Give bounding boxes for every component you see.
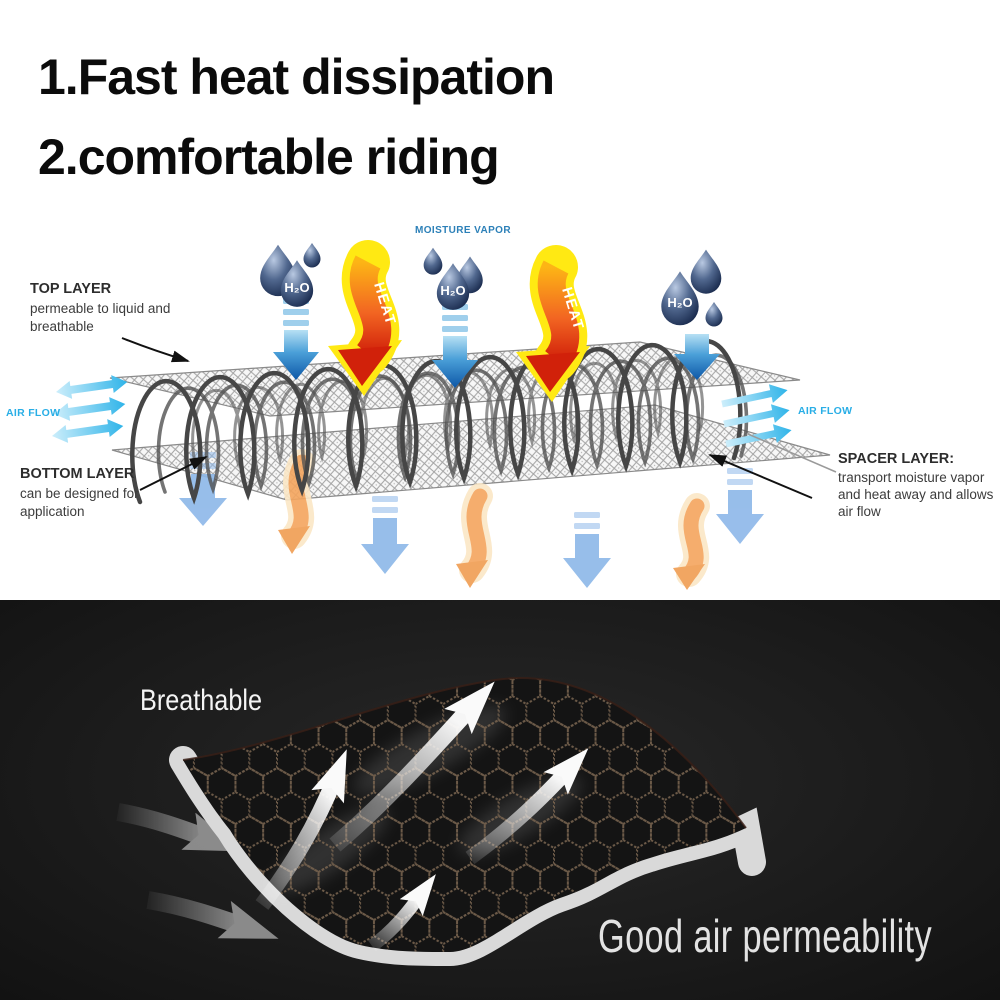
airflow-arrows-right bbox=[721, 384, 792, 448]
top-layer-annotation: TOP LAYER permeable to liquid and breath… bbox=[30, 281, 190, 363]
bottom-panel: Breathable Good air permeability bbox=[0, 600, 1000, 1000]
h2o-label: H₂O bbox=[284, 280, 309, 295]
h2o-label: H₂O bbox=[667, 295, 692, 310]
air-flow-left-label: AIR FLOW bbox=[6, 407, 60, 419]
white-airflow-arrow-icon bbox=[368, 874, 436, 952]
heading-fast-heat-dissipation: 1.Fast heat dissipation bbox=[38, 49, 555, 105]
spacer-layer-title: SPACER LAYER: bbox=[838, 451, 954, 467]
bottom-layer-desc-1: can be designed for bbox=[20, 486, 139, 501]
water-droplets-icon: H₂O bbox=[423, 247, 483, 388]
surface-airflow-arrows bbox=[255, 681, 589, 952]
spacer-layer-leader-line bbox=[747, 433, 837, 473]
airflow-entry-arrow bbox=[146, 891, 279, 939]
fabric-layers-diagram: H₂O HEAT H₂O bbox=[6, 225, 994, 590]
top-layer-desc-1: permeable to liquid and bbox=[30, 301, 170, 316]
water-droplets-icon: H₂O bbox=[661, 249, 723, 380]
top-layer-desc-2: breathable bbox=[30, 319, 94, 334]
bottom-layer-annotation: BOTTOM LAYER can be designed for applica… bbox=[20, 456, 208, 519]
top-panel: 1.Fast heat dissipation 2.comfortable ri… bbox=[6, 49, 994, 590]
spacer-layer-pointer-arrow bbox=[708, 454, 813, 499]
bottom-layer-desc-2: application bbox=[20, 504, 85, 519]
spacer-layer-desc-3: air flow bbox=[838, 504, 881, 519]
top-layer-pointer-arrow bbox=[121, 337, 190, 363]
heading-comfortable-riding: 2.comfortable riding bbox=[38, 129, 500, 185]
moisture-vapor-label: MOISTURE VAPOR bbox=[415, 225, 511, 236]
breathable-fabric-illustration: Breathable Good air permeability bbox=[116, 677, 932, 967]
spacer-layer-desc-2: and heat away and allows bbox=[838, 487, 994, 502]
top-layer-title: TOP LAYER bbox=[30, 281, 112, 297]
white-airflow-arrow-icon bbox=[329, 681, 495, 852]
airflow-arrows-left bbox=[52, 375, 128, 443]
spacer-layer-annotation: SPACER LAYER: transport moisture vapor a… bbox=[708, 433, 994, 519]
water-droplets-icon: H₂O bbox=[260, 243, 321, 380]
fabric-top-edge bbox=[182, 677, 747, 829]
bottom-layer-title: BOTTOM LAYER bbox=[20, 466, 135, 482]
bottom-layer-pointer-arrow bbox=[139, 456, 208, 491]
heat-arrow-icon: HEAT bbox=[328, 240, 402, 396]
spacer-layer-desc-1: transport moisture vapor bbox=[838, 470, 985, 485]
white-airflow-arrow-icon bbox=[255, 749, 347, 910]
good-air-permeability-label: Good air permeability bbox=[598, 910, 932, 962]
heat-arrow-icon: HEAT bbox=[516, 245, 590, 402]
breathable-label: Breathable bbox=[140, 684, 262, 717]
air-flow-right-label: AIR FLOW bbox=[798, 405, 852, 417]
airflow-entry-arrow bbox=[116, 803, 243, 852]
white-airflow-arrow-icon bbox=[465, 748, 589, 865]
h2o-label: H₂O bbox=[440, 283, 465, 298]
